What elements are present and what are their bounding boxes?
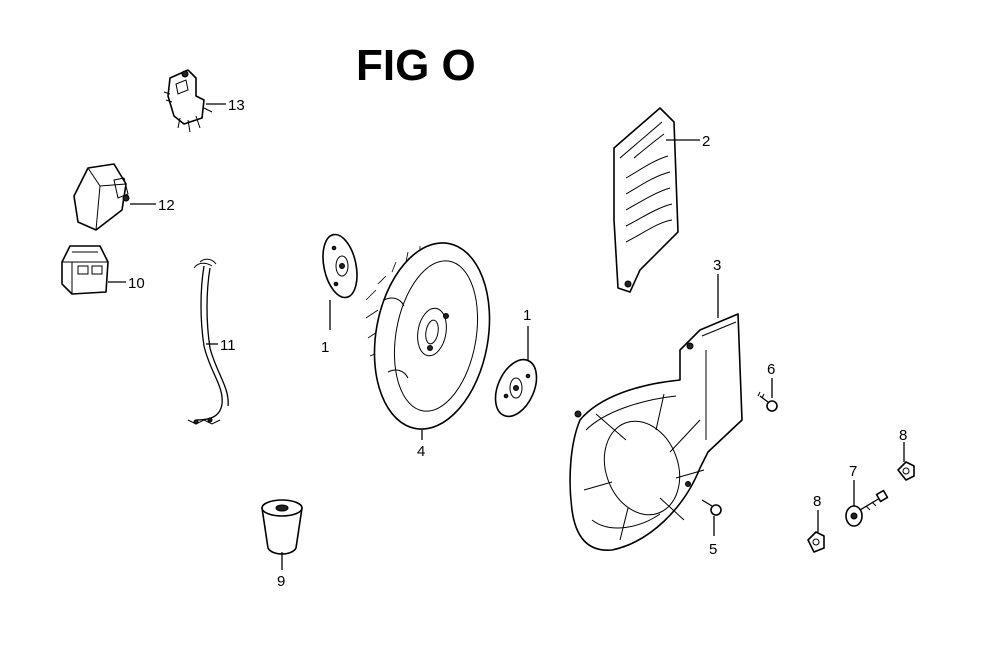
figure-title: FIG O: [356, 41, 476, 90]
part-2-fin-cover: [613, 107, 679, 293]
callout-1-right: 1: [523, 307, 531, 324]
callout-5: 5: [709, 541, 717, 558]
part-10-socket: [61, 245, 109, 295]
callout-2: 2: [702, 133, 710, 150]
part-11-wire: [187, 258, 229, 425]
callout-10: 10: [128, 275, 145, 292]
callout-4: 4: [417, 443, 425, 460]
part-4-flywheel: [365, 242, 491, 430]
part-7-bolt: [845, 489, 889, 527]
callout-12: 12: [158, 197, 175, 214]
callout-13: 13: [228, 97, 245, 114]
callout-11: 11: [220, 337, 236, 354]
callout-8-right: 8: [899, 427, 907, 444]
part-1-plate-left: [322, 233, 358, 299]
callout-9: 9: [277, 573, 285, 590]
part-6-screw: [757, 391, 778, 412]
part-9-rubber-cap: [261, 499, 303, 555]
part-1-plate-right: [494, 358, 538, 418]
part-3-fan-shroud: [569, 313, 743, 551]
callout-6: 6: [767, 361, 775, 378]
part-13-switch: [163, 69, 213, 133]
callout-8-left: 8: [813, 493, 821, 510]
part-5-screw: [701, 499, 722, 516]
part-12-cover: [73, 163, 130, 231]
part-8-nut-left: [807, 531, 825, 553]
callout-3: 3: [713, 257, 721, 274]
callout-1-left: 1: [321, 339, 329, 356]
part-8-nut-right: [897, 461, 915, 481]
callout-7: 7: [849, 463, 857, 480]
